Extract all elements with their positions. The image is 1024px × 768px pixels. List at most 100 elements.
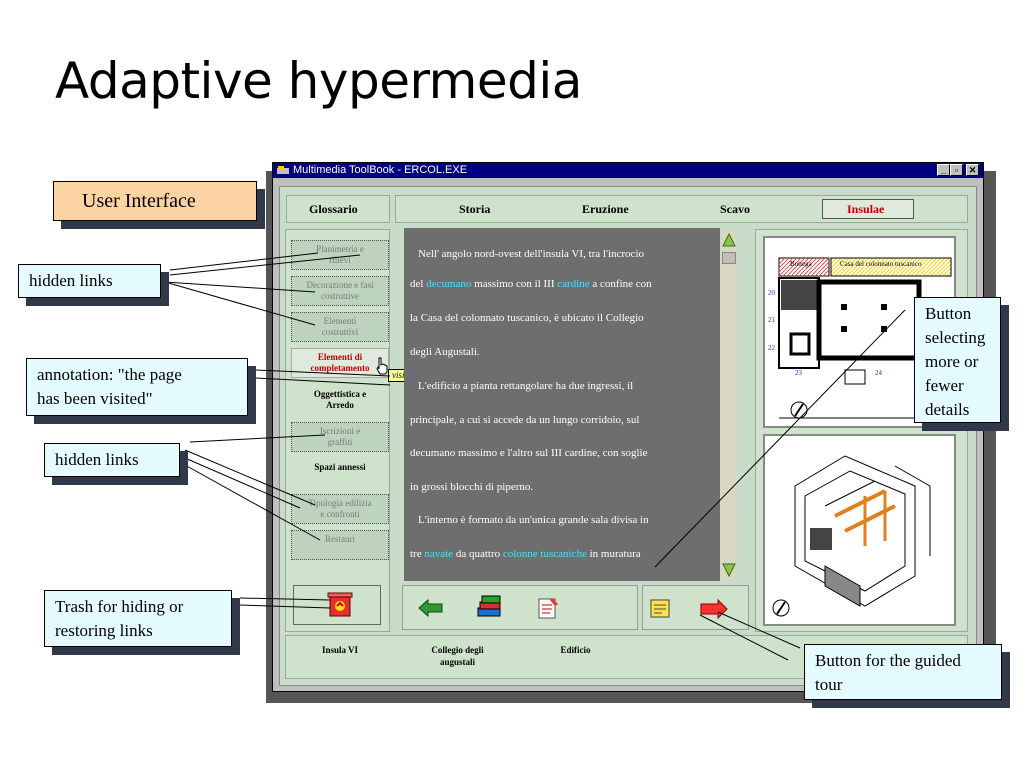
text-fragment: del: [410, 278, 427, 290]
callout-line: has been visited": [37, 389, 153, 408]
tab-glossario[interactable]: Glossario: [286, 195, 390, 223]
axonometric-panel[interactable]: [763, 434, 956, 626]
text-line: la Casa del colonnato tuscanico, è ubica…: [410, 312, 644, 324]
tool-bar-left: [402, 585, 638, 630]
text-line: Nell' angolo nord-ovest dell'insula VI, …: [418, 248, 644, 260]
plan-number: 24: [875, 369, 882, 377]
callout-line: restoring links: [55, 621, 153, 640]
callout-line: annotation: "the page: [37, 365, 182, 384]
nav-item-label: Elementi: [323, 316, 357, 326]
text-line: tre navate da quattro colonne tuscaniche…: [410, 537, 713, 571]
text-fragment: in muratura: [586, 548, 641, 560]
scroll-up-icon[interactable]: [722, 232, 736, 247]
scroll-thumb[interactable]: [722, 252, 736, 264]
callout-line: Button: [925, 304, 972, 323]
plan-number: 20: [768, 289, 775, 297]
callout-line: details: [925, 400, 970, 419]
nav-item-tipologia[interactable]: Tipologia edilizia e confronti: [291, 494, 389, 524]
callout-line: Trash for hiding or: [55, 597, 184, 616]
nav-item-decorazione[interactable]: Decorazione e fasi costruttive: [291, 276, 389, 306]
text-line: principale, a cui si accede da un lungo …: [410, 414, 640, 426]
hyperlink-colonne-tuscaniche[interactable]: colonne tuscaniche: [502, 548, 587, 560]
text-line: L'interno è formato da un'unica grande s…: [418, 514, 649, 526]
nav-item-oggettistica[interactable]: Oggettistica e Arredo: [291, 389, 389, 411]
tab-scavo[interactable]: Scavo: [720, 202, 750, 216]
text-fragment: a confine con: [589, 278, 652, 290]
nav-item-label: costruttive: [321, 291, 359, 301]
tab-eruzione[interactable]: Eruzione: [582, 202, 629, 216]
nav-item-label: Planimetria e: [316, 244, 364, 254]
note-icon[interactable]: [650, 599, 672, 619]
hyperlink-cardine[interactable]: cardine: [557, 278, 590, 290]
back-arrow-icon[interactable]: [418, 598, 444, 618]
nav-item-elementi-costruttivi[interactable]: Elementi costruttivi: [291, 312, 389, 342]
app-icon: [276, 165, 290, 176]
scroll-down-icon[interactable]: [722, 563, 736, 578]
plan-label-casa: Casa del colonnato tuscanico: [840, 260, 922, 268]
tab-insulae-label: Insulae: [847, 202, 885, 216]
nav-item-label: costruttivi: [321, 327, 359, 337]
text-line: decumano massimo e l'altro sul III cardi…: [410, 447, 648, 459]
restore-button[interactable]: ▫: [950, 164, 963, 176]
window-titlebar[interactable]: Multimedia ToolBook - ERCOL.EXE _ ▫ ✕: [273, 163, 983, 178]
text-line: in grossi blocchi di piperno.: [410, 481, 534, 493]
text-fragment: da quattro: [453, 548, 503, 560]
nav-item-iscrizioni[interactable]: Iscrizioni e graffiti: [291, 422, 389, 452]
close-button[interactable]: ✕: [966, 164, 979, 176]
nav-item-label: e confronti: [320, 509, 360, 519]
text-fragment: massimo con il III: [471, 278, 558, 290]
nav-item-label: Decorazione e fasi: [306, 280, 374, 290]
callout-line: tour: [815, 675, 843, 694]
nav-item-label: Iscrizioni e: [319, 426, 361, 436]
nav-item-label: graffiti: [327, 437, 353, 447]
callout-line: fewer: [925, 376, 964, 395]
breadcrumb-label: Collegio degli: [431, 645, 484, 655]
tab-storia[interactable]: Storia: [459, 202, 491, 216]
text-line: degli Augustali.: [410, 346, 480, 358]
tab-bar: Storia Eruzione Scavo Insulae: [395, 195, 968, 223]
plan-number: 23: [795, 369, 802, 377]
callout-hidden-links-top: hidden links: [18, 264, 161, 298]
text-line: L'edificio a pianta rettangolare ha due …: [418, 380, 634, 392]
guided-tour-icon[interactable]: [700, 598, 728, 620]
text-fragment: tre: [410, 548, 425, 560]
breadcrumb-collegio[interactable]: Collegio degli augustali: [410, 644, 505, 668]
hand-cursor-icon: [375, 357, 389, 375]
breadcrumb-edificio[interactable]: Edificio: [560, 645, 591, 655]
tab-insulae[interactable]: Insulae: [822, 199, 914, 219]
trash-icon[interactable]: [326, 590, 354, 618]
notes-icon[interactable]: [536, 596, 562, 620]
minimize-button[interactable]: _: [937, 164, 950, 176]
hyperlink-decumano[interactable]: decumano: [426, 278, 472, 290]
axonometric-drawing: [772, 455, 931, 617]
nav-item-label: Restauri: [325, 534, 355, 544]
plan-label-bottega: Bottega: [790, 260, 812, 268]
nav-item-planimetria[interactable]: Planimetria e rilievi: [291, 240, 389, 270]
callout-line: selecting: [925, 328, 986, 347]
callout-trash: Trash for hiding or restoring links: [44, 590, 232, 647]
window-title: Multimedia ToolBook - ERCOL.EXE: [293, 164, 468, 176]
nav-item-label: rilievi: [329, 255, 351, 265]
nav-item-label: Elementi di: [317, 352, 363, 362]
nav-item-label: completamento: [310, 363, 370, 373]
plan-number: 22: [768, 344, 775, 352]
nav-item-label: Tipologia edilizia: [308, 498, 372, 508]
tab-glossario-label: Glossario: [309, 202, 358, 216]
slide-title: Adaptive hypermedia: [55, 52, 582, 110]
callout-line: Button for the guided: [815, 651, 961, 670]
callout-guided-tour: Button for the guided tour: [804, 644, 1002, 700]
callout-annotation: annotation: "the page has been visited": [26, 358, 248, 416]
callout-details-button: Button selecting more or fewer details: [914, 297, 1001, 423]
hyperlink-navate[interactable]: navate: [424, 548, 454, 560]
text-line: del decumano massimo con il III cardine …: [410, 267, 713, 301]
nav-item-label: Oggettistica e: [313, 389, 367, 399]
callout-hidden-links-bottom: hidden links: [44, 443, 180, 477]
text-scrollbar[interactable]: [721, 230, 737, 580]
books-icon[interactable]: [476, 594, 504, 620]
callout-user-interface: User Interface: [53, 181, 257, 221]
nav-item-label: Arredo: [326, 400, 354, 410]
nav-item-spazi-annessi[interactable]: Spazi annessi: [314, 462, 366, 472]
nav-item-restauri[interactable]: Restauri: [291, 530, 389, 560]
callout-line: more or: [925, 352, 979, 371]
breadcrumb-insula[interactable]: Insula VI: [321, 645, 359, 655]
